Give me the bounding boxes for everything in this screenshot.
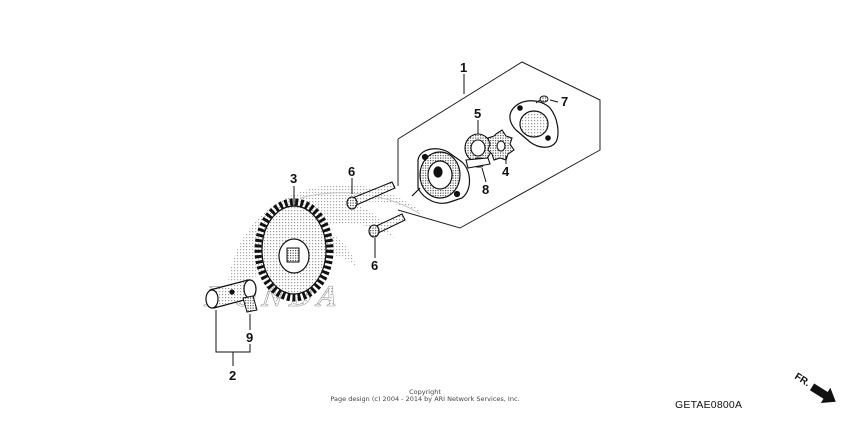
cover-screw <box>535 95 549 104</box>
oil-pump-body <box>411 148 471 204</box>
spring-pin <box>242 295 258 313</box>
leader-lines <box>215 74 559 366</box>
driven-gear <box>254 198 334 302</box>
callout-labels: 1 2 3 4 5 6 6 7 8 9 <box>229 60 568 383</box>
oil-pump-assembly-outline <box>397 61 601 229</box>
callout-4: 4 <box>502 164 510 179</box>
flange-bolt-upper <box>346 181 396 210</box>
copyright-line-2: Page design (c) 2004 - 2014 by ARI Netwo… <box>330 395 520 403</box>
callout-7: 7 <box>561 94 568 109</box>
front-arrow-icon <box>809 383 836 404</box>
callout-6-lower: 6 <box>371 258 378 273</box>
callout-6-upper: 6 <box>348 164 355 179</box>
callout-5: 5 <box>474 106 481 121</box>
inner-rotor <box>487 129 515 161</box>
pump-cover-plate <box>509 100 559 148</box>
copyright-line-1: Copyright <box>409 388 441 396</box>
front-label: FR. <box>792 371 812 389</box>
callout-3: 3 <box>290 171 297 186</box>
callout-2: 2 <box>229 368 236 383</box>
diagram-code: GETAE0800A <box>675 399 743 411</box>
flange-bolt-lower <box>368 213 406 238</box>
callout-9: 9 <box>246 330 253 345</box>
callout-8: 8 <box>482 182 489 197</box>
pump-shaft <box>465 157 491 169</box>
callout-1: 1 <box>460 60 467 75</box>
